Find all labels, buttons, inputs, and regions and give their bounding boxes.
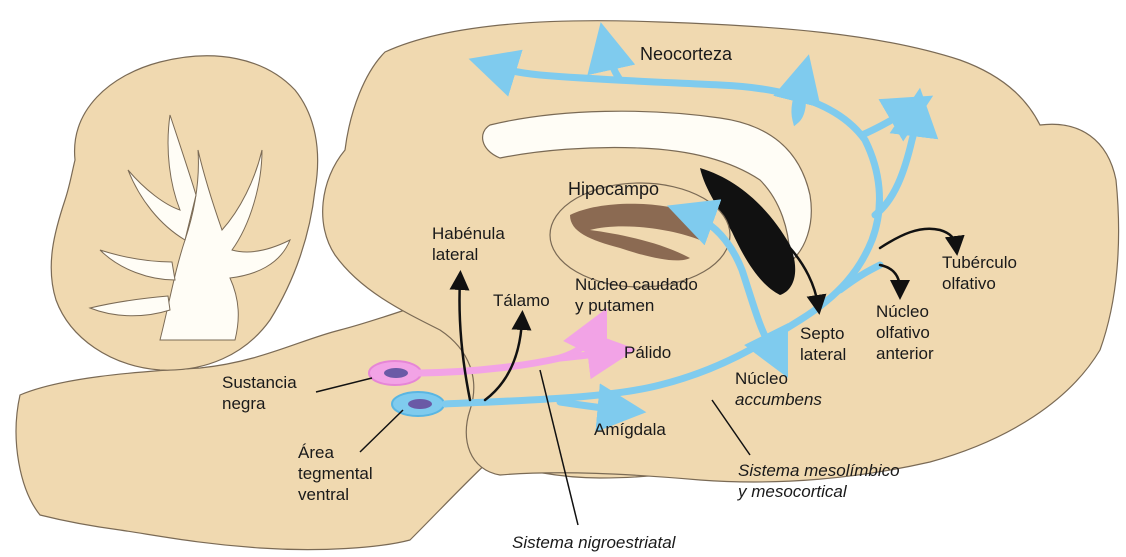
label-hipocampo: Hipocampo — [568, 179, 659, 199]
label-olfativo-ant-3: anterior — [876, 344, 934, 363]
label-amigdala: Amígdala — [594, 420, 666, 439]
label-sustancia-1: Sustancia — [222, 373, 297, 392]
label-palido: Pálido — [624, 343, 671, 362]
label-sustancia-2: negra — [222, 394, 266, 413]
label-area-3: ventral — [298, 485, 349, 504]
label-habenula-1: Habénula — [432, 224, 505, 243]
label-mesolimbico-2: y mesocortical — [737, 482, 848, 501]
substantia-nigra-core — [384, 368, 408, 378]
label-talamo: Tálamo — [493, 291, 550, 310]
vta-core — [408, 399, 432, 409]
label-area-2: tegmental — [298, 464, 373, 483]
label-neocorteza: Neocorteza — [640, 44, 733, 64]
label-accumbens-1: Núcleo — [735, 369, 788, 388]
label-tuberculo-2: olfativo — [942, 274, 996, 293]
label-septo-2: lateral — [800, 345, 846, 364]
label-olfativo-ant-1: Núcleo — [876, 302, 929, 321]
label-mesolimbico-1: Sistema mesolímbico — [738, 461, 900, 480]
label-accumbens-2: accumbens — [735, 390, 822, 409]
label-olfativo-ant-2: olfativo — [876, 323, 930, 342]
label-septo-1: Septo — [800, 324, 844, 343]
label-habenula-2: lateral — [432, 245, 478, 264]
label-nucleo-caudado-1: Núcleo caudado — [575, 275, 698, 294]
label-tuberculo-1: Tubérculo — [942, 253, 1017, 272]
label-nucleo-caudado-2: y putamen — [575, 296, 654, 315]
label-area-1: Área — [298, 443, 334, 462]
label-nigroestriatal: Sistema nigroestriatal — [512, 533, 677, 552]
